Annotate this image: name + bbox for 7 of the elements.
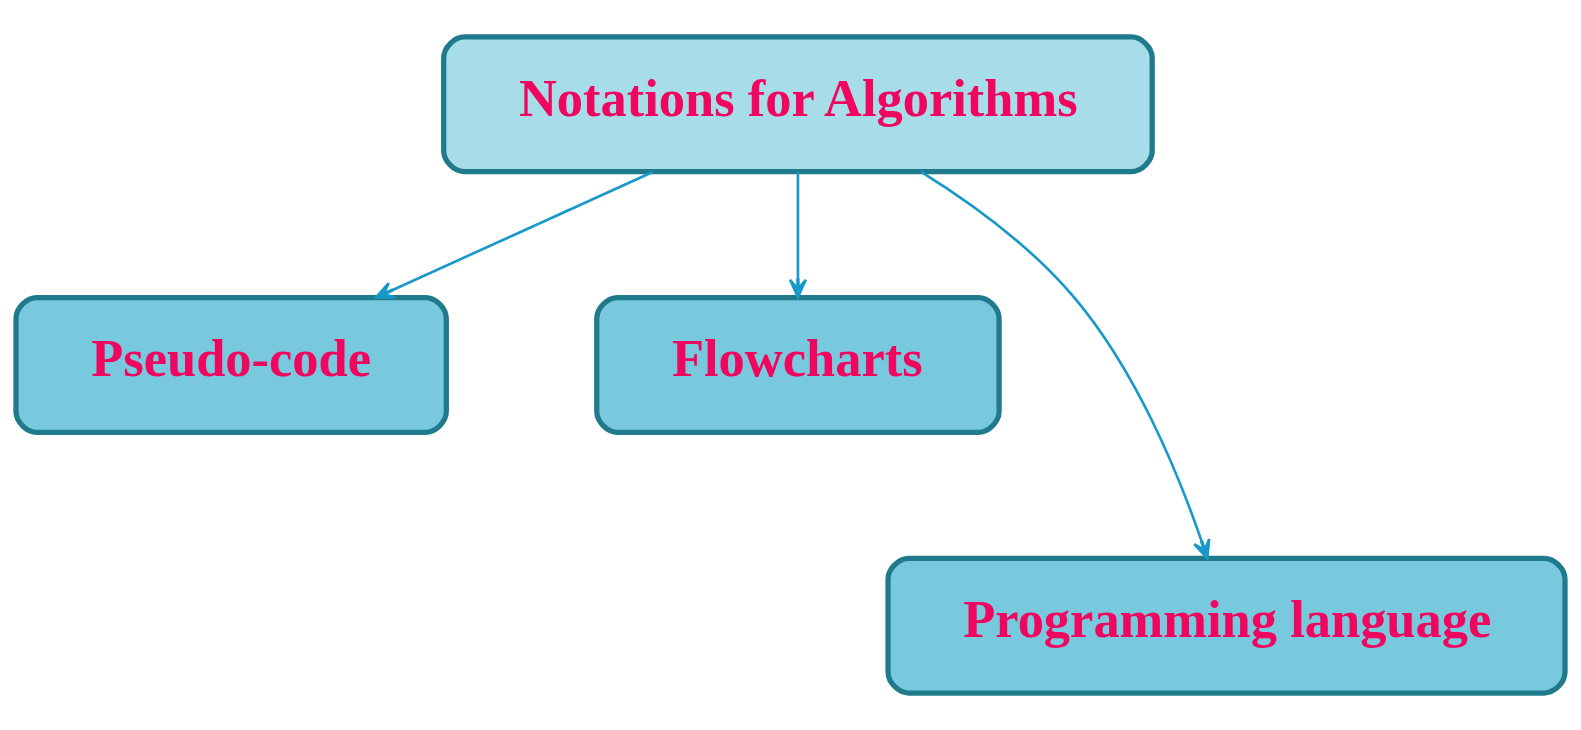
arrow [788, 172, 808, 299]
node-box: Pseudo-code [13, 295, 449, 435]
arrow [374, 170, 654, 299]
node-box: Flowcharts [594, 295, 1002, 435]
arrow [920, 170, 1211, 560]
node-box: Notations for Algorithms [441, 34, 1155, 175]
node-box: Programming language [885, 555, 1568, 696]
